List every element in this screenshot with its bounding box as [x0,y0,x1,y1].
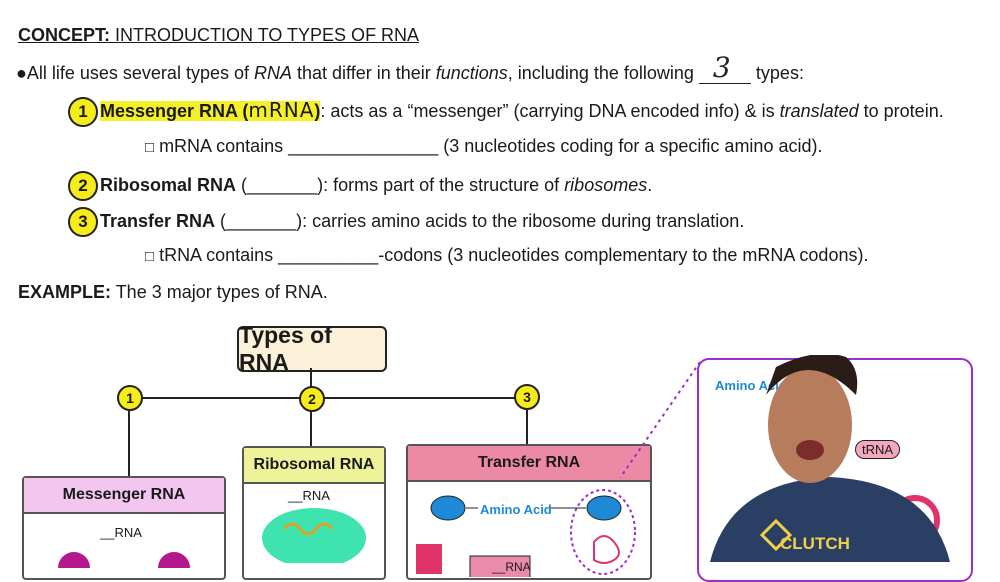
connector-line [310,368,312,398]
dotted-connector [620,361,701,478]
item-number: 1 [68,97,98,127]
item-blank: (_______) [236,174,324,195]
ribosome-icon [262,508,366,563]
intro-text-a: All life uses several types of [26,63,254,83]
item-name: Transfer RNA [100,210,216,231]
checkbox-square: □ [145,139,155,156]
bullet: ● [16,63,27,83]
example-prefix: EXAMPLE: [18,282,112,302]
item-desc-italic: ribosomes [564,174,648,195]
ribosomal-card: Ribosomal RNA __RNA [242,446,386,580]
diagram-number: 3 [514,384,540,410]
item-desc-italic: translated [779,100,859,121]
item-desc-a: : carries amino acids to the ribosome du… [302,210,745,231]
intro-functions: functions [435,63,508,83]
intro-text-b: that differ in their [292,63,436,83]
item-number: 2 [68,171,98,201]
example-line: EXAMPLE: The 3 major types of RNA. [18,282,328,303]
trna-tag: tRNA [855,440,901,459]
item-desc-b: to protein. [858,100,944,121]
diagram-number: 2 [299,386,325,412]
shirt-logo-text: CLUTCH [780,534,850,553]
sub-text: mRNA contains _______________ (3 nucleot… [159,136,823,156]
card-header: Messenger RNA [24,478,224,514]
item-desc-a: : acts as a “messenger” (carrying DNA en… [320,100,780,121]
horizontal-connector [128,397,528,399]
connector-line [310,397,312,447]
concept-title: INTRODUCTION TO TYPES OF RNA [115,25,420,45]
connector-line [128,397,130,477]
sub-trna: □tRNA contains __________-codons (3 nucl… [145,245,868,266]
item-number: 3 [68,207,98,237]
handwritten-abbr: mRNA [248,97,315,122]
handwritten-blank: 3 [698,51,751,84]
item-desc-b: . [647,174,653,195]
item-blank: (_______) [215,210,303,231]
item-name: Messenger RNA [100,100,238,121]
concept-heading: CONCEPT: INTRODUCTION TO TYPES OF RNA [18,25,419,46]
blank-label: __RNA [100,525,142,540]
card-header: Transfer RNA [408,446,650,482]
handwritten-three: 3 [712,51,731,84]
intro-text-c: , including the following [507,63,699,83]
example-text: The 3 major types of RNA. [111,282,328,302]
intro-line: ●All life uses several types of RNA that… [16,51,804,84]
trna-graphic [416,489,636,577]
types-of-rna-box: Types of RNA [237,322,387,375]
intro-rna: RNA [253,63,292,83]
paren-open: ( [237,100,249,121]
item-desc-a: : forms part of the structure of [323,174,565,195]
connector-line [526,397,528,444]
checkbox-square: □ [145,248,155,265]
presenter-avatar [710,355,950,562]
amino-acid-label: Amino Acid [480,502,552,517]
item-name: Ribosomal RNA [100,174,237,195]
card-header: Ribosomal RNA [244,448,384,484]
transfer-card: Transfer RNA Amino Acid __RNA [406,444,652,580]
mrna-graphic [58,552,190,568]
paren-close: ) [314,100,321,121]
messenger-card: Messenger RNA __RNA [22,476,226,580]
diagram-number: 1 [117,385,143,411]
sub-text: tRNA contains __________-codons (3 nucle… [159,245,869,265]
blank-label: __RNA [288,488,330,503]
sub-mrna: □mRNA contains _______________ (3 nucleo… [145,136,822,157]
intro-text-d: types: [750,63,804,83]
concept-prefix: CONCEPT: [18,25,111,45]
blank-label: __RNA [492,560,531,574]
